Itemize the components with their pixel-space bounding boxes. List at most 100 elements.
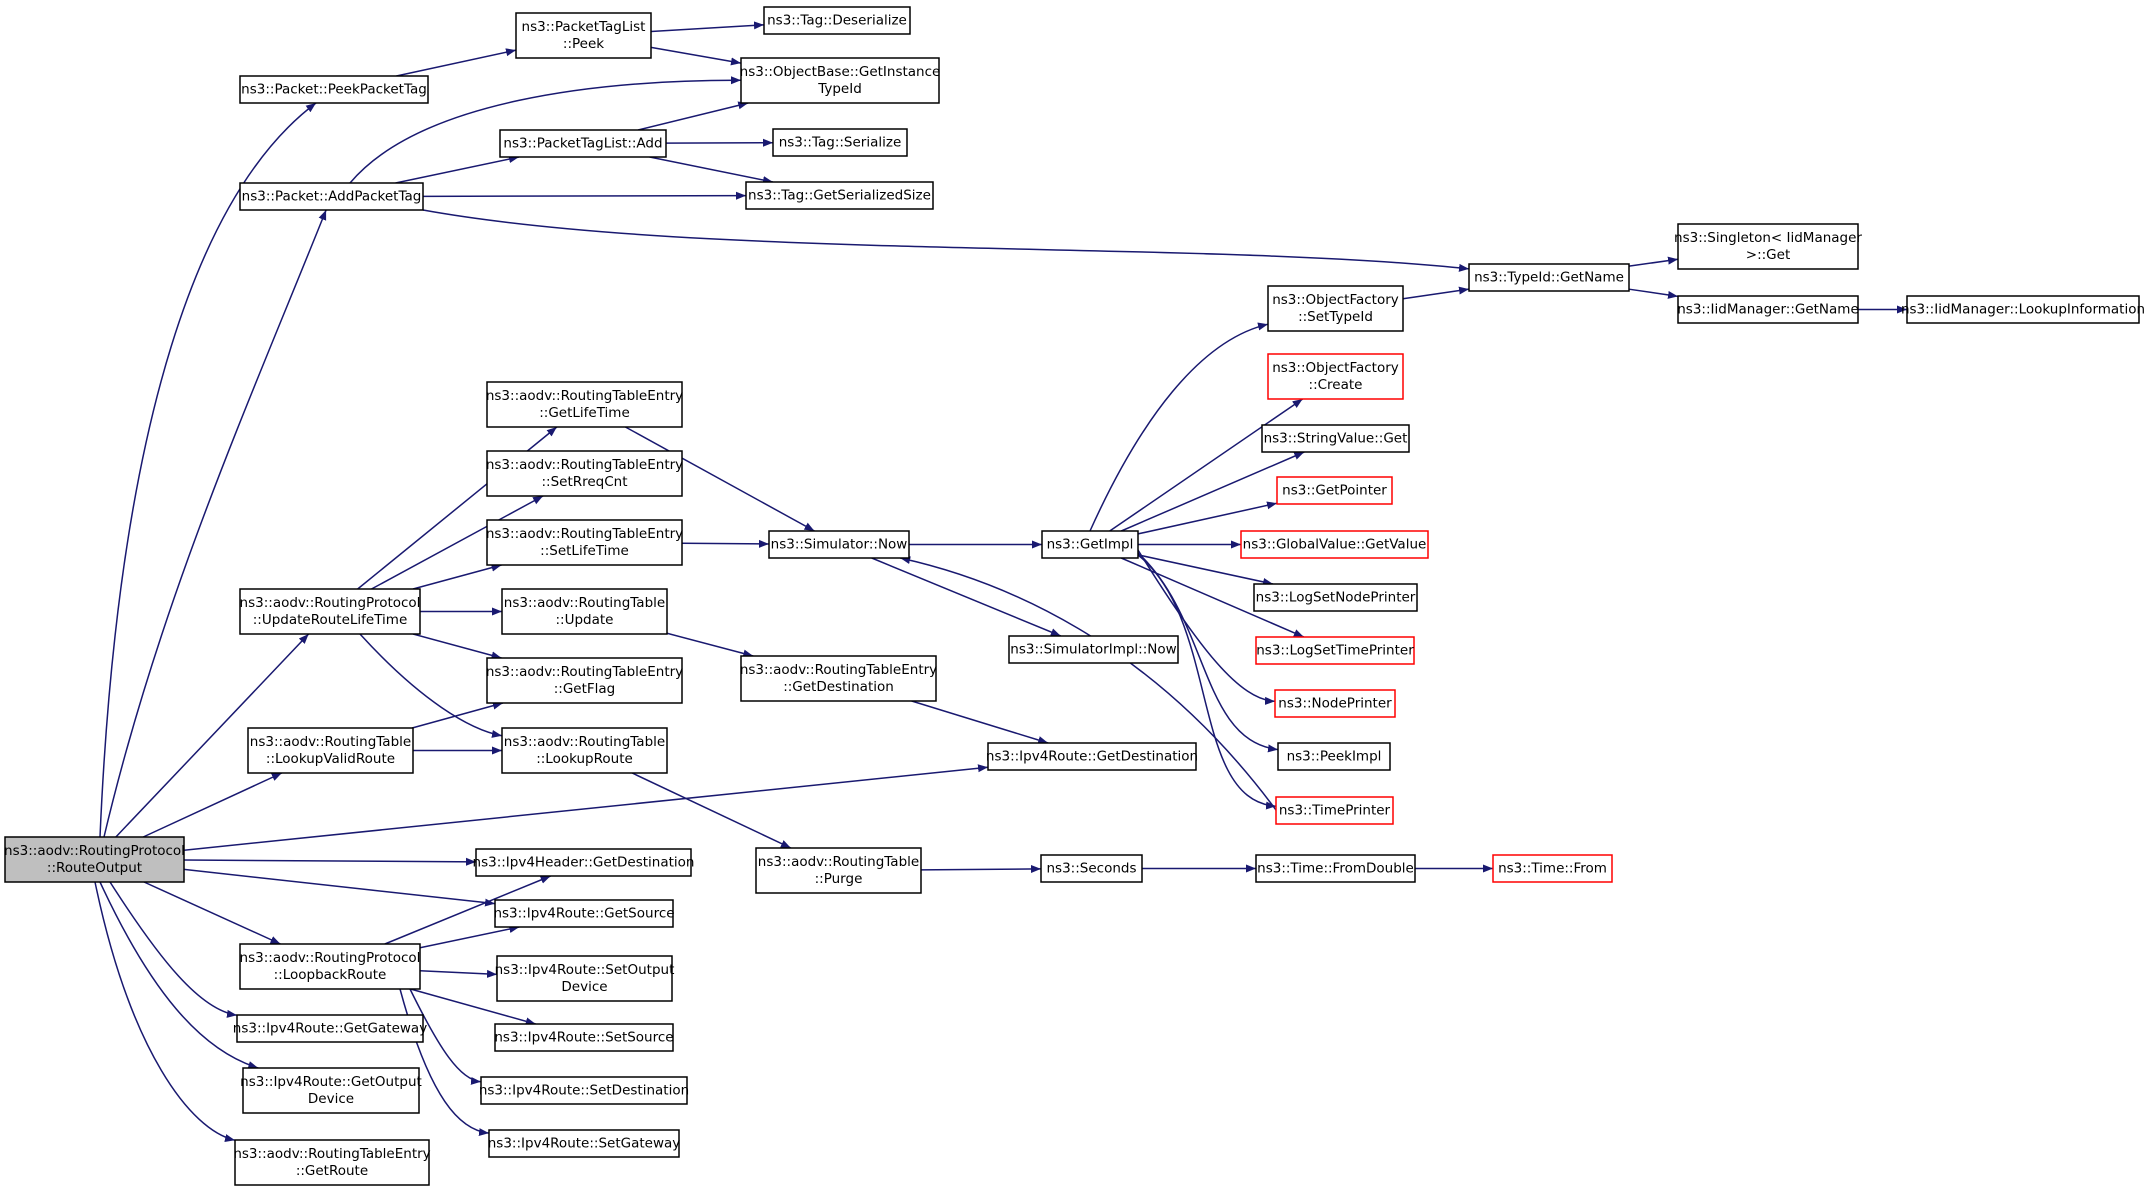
node-label: ns3::Seconds — [1047, 861, 1137, 877]
node-string_value_get[interactable]: ns3::StringValue::Get — [1261, 424, 1410, 453]
node-box — [1041, 530, 1139, 559]
node-label: ns3::aodv::RoutingTableEntry — [233, 1146, 430, 1162]
node-label: ::Purge — [815, 871, 863, 887]
node-packet_add_packet_tag[interactable]: ns3::Packet::AddPacketTag — [239, 182, 424, 211]
node-get_pointer[interactable]: ns3::GetPointer — [1276, 476, 1393, 505]
node-lookup_valid_route[interactable]: ns3::aodv::RoutingTable::LookupValidRout… — [247, 727, 414, 774]
node-label: ns3::aodv::RoutingTableEntry — [486, 526, 683, 542]
edge-packet_peek_packet_tag-to-packet_tag_list_peek — [396, 48, 517, 77]
node-box — [242, 1067, 420, 1114]
node-ipv4route_set_destination[interactable]: ns3::Ipv4Route::SetDestination — [479, 1076, 689, 1105]
edge-type_id_get_name-to-iid_manager_get_name — [1628, 288, 1679, 299]
node-label: ns3::Simulator::Now — [771, 537, 908, 553]
edge-routing_table_update-to-rte_get_destination — [666, 632, 754, 658]
node-route_output[interactable]: ns3::aodv::RoutingProtocol::RouteOutput — [4, 836, 185, 883]
node-packet_tag_list_peek[interactable]: ns3::PacketTagList::Peek — [515, 12, 652, 59]
node-time_from[interactable]: ns3::Time::From — [1492, 854, 1613, 883]
node-ipv4route_get_gateway[interactable]: ns3::Ipv4Route::GetGateway — [233, 1014, 427, 1043]
node-simulator_impl_now[interactable]: ns3::SimulatorImpl::Now — [1008, 635, 1179, 664]
node-label: TypeId — [817, 81, 862, 97]
node-log_set_node_printer[interactable]: ns3::LogSetNodePrinter — [1253, 583, 1418, 612]
node-label: ::LoopbackRoute — [274, 967, 387, 983]
edge-packet_add_packet_tag-to-tag_get_serialized_size — [422, 191, 747, 200]
node-label: ns3::GetPointer — [1282, 483, 1387, 499]
edge-get_impl-to-log_set_node_printer — [1137, 554, 1274, 586]
edge-route_output-to-packet_peek_packet_tag — [99, 102, 317, 838]
node-routing_table_update[interactable]: ns3::aodv::RoutingTable::Update — [501, 588, 668, 635]
node-box — [1008, 635, 1179, 664]
node-box — [1677, 223, 1859, 270]
node-log_set_time_printer[interactable]: ns3::LogSetTimePrinter — [1255, 636, 1415, 665]
node-label: ::RouteOutput — [47, 860, 142, 876]
node-ipv4route_get_destination[interactable]: ns3::Ipv4Route::GetDestination — [986, 742, 1198, 771]
edge-rte_get_lifetime-to-simulator_now — [625, 426, 815, 532]
edge-loopback_route-to-ipv4header_get_destination — [384, 875, 551, 945]
node-rte_get_flag[interactable]: ns3::aodv::RoutingTableEntry::GetFlag — [486, 657, 683, 704]
node-packet_peek_packet_tag[interactable]: ns3::Packet::PeekPacketTag — [239, 75, 429, 104]
node-label: ns3::Ipv4Header::GetDestination — [473, 855, 695, 871]
node-label: ns3::Ipv4Route::SetDestination — [479, 1083, 689, 1099]
node-routing_table_lookup_route[interactable]: ns3::aodv::RoutingTable::LookupRoute — [501, 727, 668, 774]
node-label: ns3::NodePrinter — [1278, 696, 1392, 712]
node-peek_impl[interactable]: ns3::PeekImpl — [1277, 742, 1391, 771]
node-label: ns3::StringValue::Get — [1264, 431, 1408, 447]
node-label: ::Update — [556, 612, 614, 628]
node-tag_get_serialized_size[interactable]: ns3::Tag::GetSerializedSize — [745, 181, 934, 210]
node-rte_set_rreq_cnt[interactable]: ns3::aodv::RoutingTableEntry::SetRreqCnt — [486, 450, 683, 497]
node-node_printer[interactable]: ns3::NodePrinter — [1274, 689, 1396, 718]
node-box — [1253, 583, 1418, 612]
node-label: ns3::aodv::RoutingTableEntry — [486, 388, 683, 404]
node-box — [488, 1129, 680, 1158]
node-time_from_double[interactable]: ns3::Time::FromDouble — [1255, 854, 1416, 883]
node-box — [768, 530, 910, 559]
node-iid_manager_lookup_information[interactable]: ns3::IidManager::LookupInformation — [1901, 295, 2144, 324]
node-ipv4header_get_destination[interactable]: ns3::Ipv4Header::GetDestination — [473, 848, 695, 877]
node-box — [1267, 353, 1404, 400]
node-label: ns3::aodv::RoutingTable — [250, 734, 411, 750]
node-object_factory_create[interactable]: ns3::ObjectFactory::Create — [1267, 353, 1404, 400]
node-time_printer[interactable]: ns3::TimePrinter — [1275, 796, 1394, 825]
edge-route_output-to-lookup_valid_route — [142, 772, 283, 838]
edge-packet_tag_list_peek-to-object_base_get_instance_type_id — [650, 46, 742, 66]
edge-get_impl-to-object_factory_create — [1109, 398, 1304, 532]
node-box — [480, 1076, 688, 1105]
node-loopback_route[interactable]: ns3::aodv::RoutingProtocol::LoopbackRout… — [239, 943, 421, 990]
edge-type_id_get_name-to-singleton_get — [1628, 256, 1679, 267]
node-box — [236, 1014, 424, 1043]
node-label: ::LookupRoute — [536, 751, 633, 767]
node-rte_get_lifetime[interactable]: ns3::aodv::RoutingTableEntry::GetLifeTim… — [486, 381, 683, 428]
edge-loopback_route-to-ipv4route_set_output_device — [419, 969, 498, 978]
node-tag_deserialize[interactable]: ns3::Tag::Deserialize — [763, 6, 911, 35]
node-label: ns3::Packet::AddPacketTag — [242, 189, 422, 205]
node-seconds[interactable]: ns3::Seconds — [1040, 854, 1143, 883]
node-packet_tag_list_add[interactable]: ns3::PacketTagList::Add — [499, 129, 667, 158]
node-object_factory_set_type_id[interactable]: ns3::ObjectFactory::SetTypeId — [1267, 285, 1404, 332]
node-rte_set_lifetime[interactable]: ns3::aodv::RoutingTableEntry::SetLifeTim… — [486, 519, 683, 566]
node-label: ns3::LogSetTimePrinter — [1256, 643, 1414, 659]
edge-rte_set_lifetime-to-simulator_now — [681, 539, 770, 548]
node-global_value_get_value[interactable]: ns3::GlobalValue::GetValue — [1240, 530, 1429, 559]
node-box — [1276, 476, 1393, 505]
node-rte_get_route[interactable]: ns3::aodv::RoutingTableEntry::GetRoute — [233, 1139, 431, 1186]
node-routing_table_purge[interactable]: ns3::aodv::RoutingTable::Purge — [755, 847, 922, 894]
node-box — [486, 381, 683, 428]
node-ipv4route_set_source[interactable]: ns3::Ipv4Route::SetSource — [494, 1023, 674, 1052]
node-rte_get_destination[interactable]: ns3::aodv::RoutingTableEntry::GetDestina… — [740, 655, 937, 702]
node-singleton_get[interactable]: ns3::Singleton< IidManager>::Get — [1674, 223, 1862, 270]
node-update_route_lifetime[interactable]: ns3::aodv::RoutingProtocol::UpdateRouteL… — [239, 588, 421, 635]
node-box — [496, 955, 673, 1002]
node-tag_serialize[interactable]: ns3::Tag::Serialize — [772, 128, 908, 157]
node-get_impl[interactable]: ns3::GetImpl — [1041, 530, 1139, 559]
node-type_id_get_name[interactable]: ns3::TypeId::GetName — [1468, 263, 1630, 292]
node-iid_manager_get_name[interactable]: ns3::IidManager::GetName — [1677, 295, 1859, 324]
edge-route_output-to-ipv4route_get_destination — [183, 764, 989, 852]
node-box — [1468, 263, 1630, 292]
node-box — [1492, 854, 1613, 883]
edge-route_output-to-update_route_lifetime — [115, 633, 310, 838]
node-ipv4route_set_gateway[interactable]: ns3::Ipv4Route::SetGateway — [488, 1129, 681, 1158]
node-ipv4route_get_source[interactable]: ns3::Ipv4Route::GetSource — [493, 899, 675, 928]
node-simulator_now[interactable]: ns3::Simulator::Now — [768, 530, 910, 559]
